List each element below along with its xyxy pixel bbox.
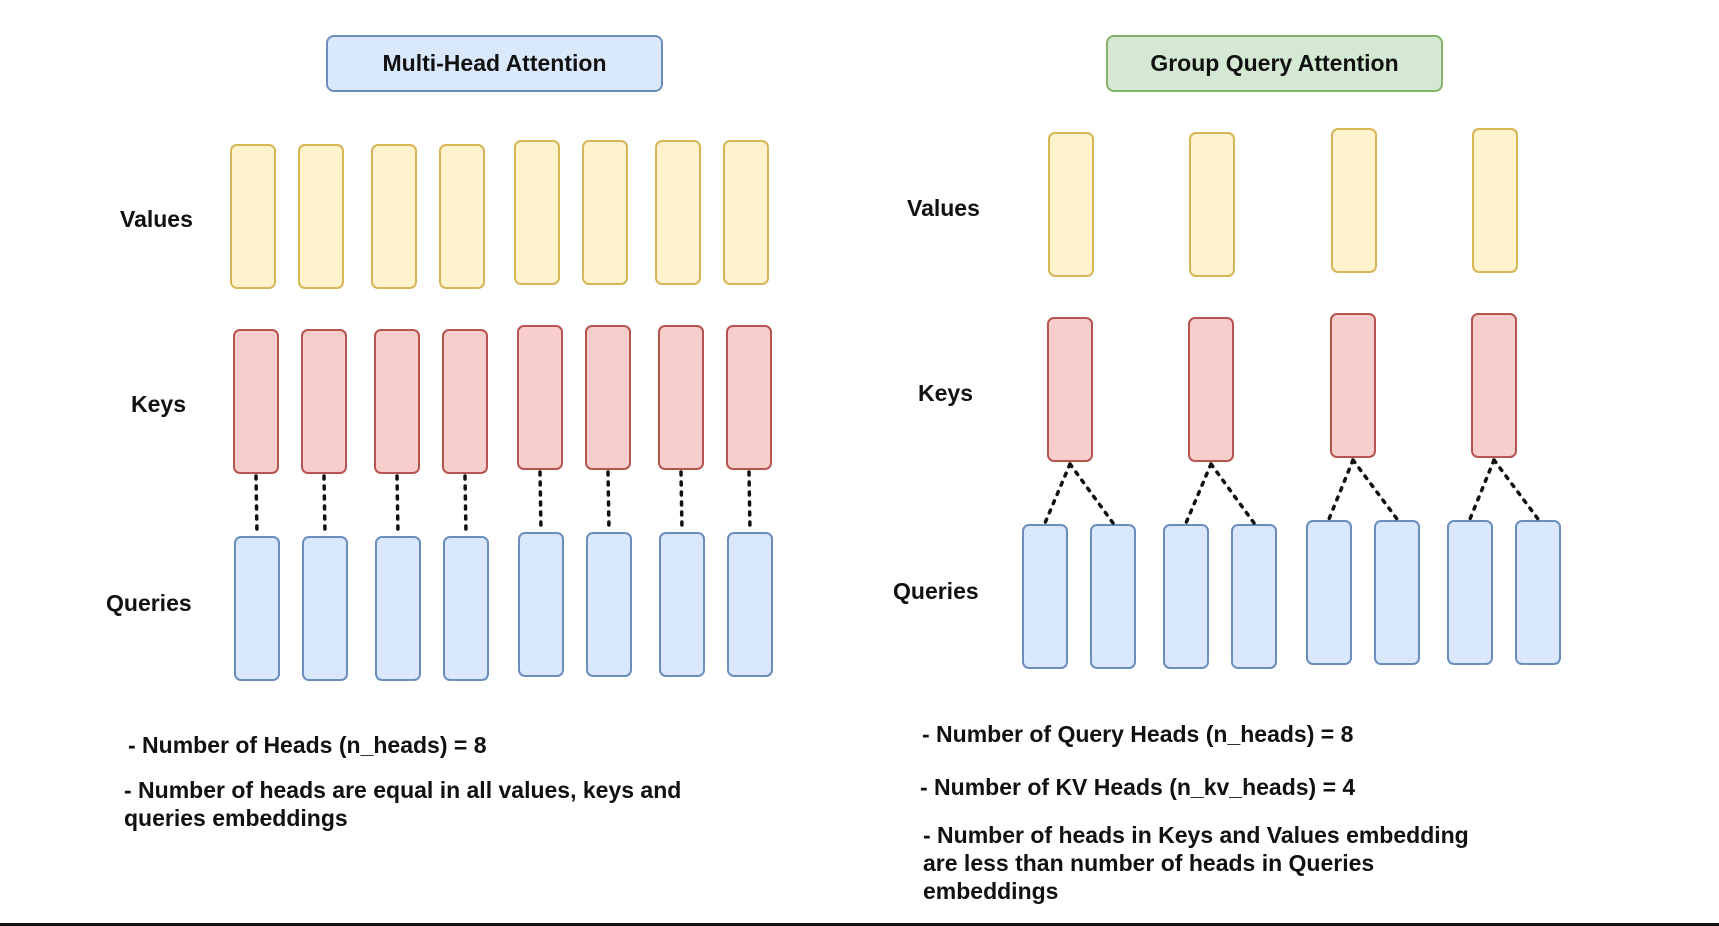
gqa-query-head [1374,520,1420,665]
mha-keys-label: Keys [131,391,186,417]
mha-key-head [517,325,563,470]
mha-query-head [586,532,632,677]
mha-query-head [234,536,280,681]
gqa-key-head [1471,313,1517,458]
gqa-note-2: - Number of KV Heads (n_kv_heads) = 4 [920,774,1356,800]
mha-query-head [727,532,773,677]
gqa-query-head [1515,520,1561,665]
mha-query-head [443,536,489,681]
gqa-values-label: Values [907,195,980,221]
mha-title: Multi-Head Attention [326,35,663,92]
mha-key-head [585,325,631,470]
gqa-query-head [1163,524,1209,669]
gqa-key-query-link [1184,462,1213,525]
mha-value-head [371,144,417,289]
mha-key-head [301,329,347,474]
gqa-value-head [1331,128,1377,273]
gqa-note-1: - Number of Query Heads (n_heads) = 8 [922,721,1354,747]
mha-note-2: - Number of heads are equal in all value… [124,777,682,831]
gqa-key-head [1188,317,1234,462]
mha-key-query-link [538,470,543,533]
mha-key-query-link [606,470,611,533]
gqa-query-head [1447,520,1493,665]
gqa-key-query-link [1468,458,1496,521]
gqa-title: Group Query Attention [1106,35,1443,92]
gqa-query-head [1306,520,1352,665]
gqa-value-head [1189,132,1235,277]
mha-key-query-link [254,474,259,537]
mha-query-head [302,536,348,681]
gqa-note-3: - Number of heads in Keys and Values emb… [923,822,1469,904]
mha-key-query-link [747,470,752,533]
mha-key-head [442,329,488,474]
mha-value-head [298,144,344,289]
mha-value-head [723,140,769,285]
bottom-divider [0,923,1719,926]
mha-value-head [655,140,701,285]
gqa-key-head [1330,313,1376,458]
gqa-value-head [1048,132,1094,277]
gqa-key-query-link [1043,462,1072,525]
mha-key-head [233,329,279,474]
mha-values-label: Values [120,206,193,232]
mha-query-head [375,536,421,681]
mha-value-head [582,140,628,285]
gqa-key-query-link [1492,458,1540,521]
mha-key-head [658,325,704,470]
mha-key-query-link [463,474,468,537]
mha-key-query-link [395,474,400,537]
gqa-query-head [1090,524,1136,669]
gqa-query-head [1022,524,1068,669]
gqa-value-head [1472,128,1518,273]
gqa-query-head [1231,524,1277,669]
mha-value-head [230,144,276,289]
gqa-key-query-link [1351,458,1399,521]
gqa-key-query-link [1209,462,1256,525]
mha-note-1: - Number of Heads (n_heads) = 8 [128,732,487,758]
mha-value-head [439,144,485,289]
gqa-key-query-link [1068,462,1115,525]
mha-queries-label: Queries [106,590,192,616]
gqa-keys-label: Keys [918,380,973,406]
gqa-key-query-link [1327,458,1355,521]
gqa-queries-label: Queries [893,578,979,604]
mha-key-head [374,329,420,474]
mha-key-head [726,325,772,470]
mha-query-head [518,532,564,677]
gqa-key-head [1047,317,1093,462]
mha-value-head [514,140,560,285]
mha-query-head [659,532,705,677]
mha-key-query-link [322,474,327,537]
mha-key-query-link [679,470,684,533]
